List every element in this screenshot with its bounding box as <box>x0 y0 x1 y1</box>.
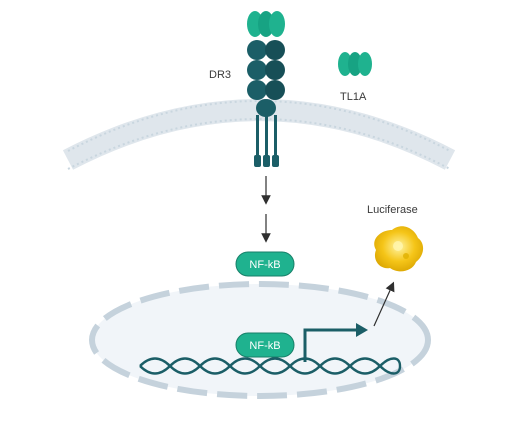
receptor-extracellular-domains <box>247 40 285 117</box>
tl1a-ligand <box>338 52 372 76</box>
nfkb-nucleus-label: NF-kB <box>249 340 280 352</box>
luciferase-label: Luciferase <box>367 204 418 216</box>
arrow-to-luciferase <box>373 281 395 327</box>
nfkb-nucleus-node: NF-kB <box>235 332 295 358</box>
dna-helix <box>139 357 402 375</box>
transcription-arrowhead <box>356 323 368 337</box>
dr3-receptor <box>247 11 285 167</box>
luciferase-protein <box>374 226 424 272</box>
nfkb-cytoplasm-node: NF-kB <box>235 251 295 277</box>
dr3-label: DR3 <box>209 69 231 81</box>
transcription-arrow <box>303 328 358 362</box>
tl1a-label: TL1A <box>340 91 367 103</box>
receptor-transmembrane <box>254 115 279 167</box>
bound-tl1a-trimer <box>247 11 285 37</box>
nfkb-cytoplasm-label: NF-kB <box>249 259 280 271</box>
